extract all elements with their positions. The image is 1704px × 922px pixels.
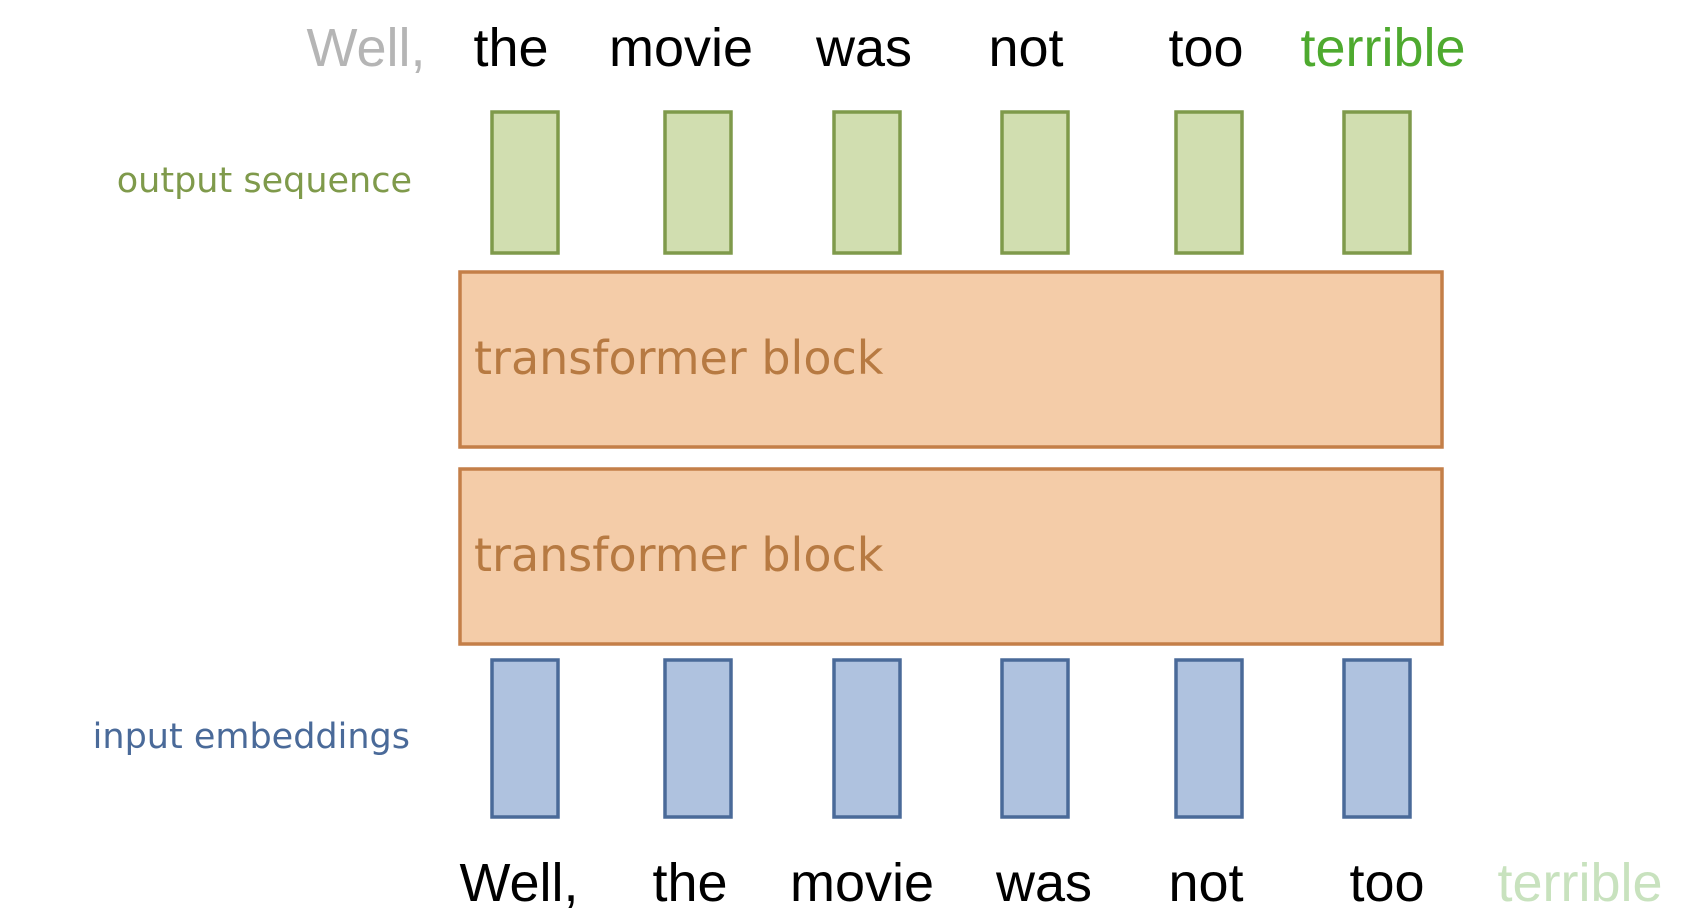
input-word-terrible: terrible	[1497, 853, 1662, 913]
input-word-movie: movie	[790, 853, 934, 913]
output-vector	[663, 110, 733, 255]
transformer-block-box	[458, 467, 1444, 646]
output-word-the: the	[473, 18, 548, 78]
transformer-block-upper: transformer block	[458, 270, 1444, 449]
output-vectors	[490, 110, 1412, 255]
input-word-the: the	[652, 853, 727, 913]
input-vector	[490, 658, 560, 819]
input-word-too: too	[1349, 853, 1424, 913]
output-word-movie: movie	[609, 18, 753, 78]
output-word-terrible: terrible	[1300, 18, 1465, 78]
input-embeddings-label: input embeddings	[93, 717, 410, 757]
input-vector	[832, 658, 902, 819]
input-word-well: Well,	[459, 853, 578, 913]
output-vector	[1000, 110, 1070, 255]
input-word-not: not	[1168, 853, 1243, 913]
output-word-well: Well,	[306, 18, 425, 78]
output-sequence-label: output sequence	[117, 161, 412, 201]
input-vectors	[490, 658, 1412, 819]
transformer-block-lower: transformer block	[458, 467, 1444, 646]
input-vector	[1342, 658, 1412, 819]
transformer-block-box	[458, 270, 1444, 449]
output-word-was: was	[815, 18, 912, 78]
input-vector	[663, 658, 733, 819]
output-vector	[1342, 110, 1412, 255]
output-word-too: too	[1168, 18, 1243, 78]
output-words: Well, the movie was not too terrible	[306, 18, 1465, 78]
input-vector	[1174, 658, 1244, 819]
input-words: Well, the movie was not too terrible	[459, 853, 1662, 913]
transformer-block-label: transformer block	[474, 528, 884, 582]
output-word-not: not	[988, 18, 1063, 78]
input-word-was: was	[995, 853, 1092, 913]
transformer-block-label: transformer block	[474, 331, 884, 385]
output-vector	[490, 110, 560, 255]
input-vector	[1000, 658, 1070, 819]
output-vector	[1174, 110, 1244, 255]
output-vector	[832, 110, 902, 255]
